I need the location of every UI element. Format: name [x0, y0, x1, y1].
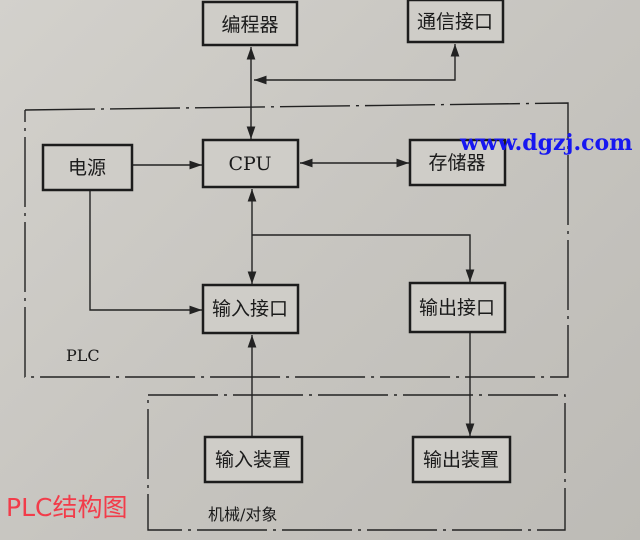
- block-label: 存储器: [428, 152, 485, 174]
- comm-bus-arrow: [254, 44, 460, 85]
- caption: PLC结构图: [6, 493, 128, 522]
- block-output-interface: 输出接口: [408, 281, 507, 334]
- block-memory: 存储器: [408, 138, 507, 187]
- block-cpu: CPU: [201, 138, 300, 189]
- block-comm-interface: 通信接口: [406, 0, 505, 44]
- plc-group-frame: [24, 102, 569, 378]
- block-label: 输出装置: [423, 449, 499, 471]
- block-programmer: 编程器: [201, 0, 299, 47]
- block-power: 电源: [41, 143, 134, 192]
- block-input-interface: 输入接口: [201, 283, 300, 335]
- block-label: 输入装置: [215, 449, 291, 471]
- block-label: 编程器: [221, 14, 278, 36]
- block-label: 输入接口: [212, 298, 288, 320]
- block-label: CPU: [228, 153, 271, 175]
- watermark: www.dgzj.com: [460, 130, 633, 156]
- power-input-interface-arrow: [89, 191, 202, 315]
- block-label: 输出接口: [419, 297, 495, 319]
- block-output-device: 输出装置: [411, 435, 512, 484]
- cpu-output-interface-arrow: [252, 234, 475, 282]
- block-input-device: 输入装置: [203, 435, 304, 484]
- machine-group-label: 机械/对象: [208, 505, 277, 524]
- plc-group-label: PLC: [66, 346, 100, 365]
- block-label: 通信接口: [417, 11, 493, 33]
- block-label: 电源: [68, 157, 106, 179]
- machine-group-frame: [147, 394, 566, 531]
